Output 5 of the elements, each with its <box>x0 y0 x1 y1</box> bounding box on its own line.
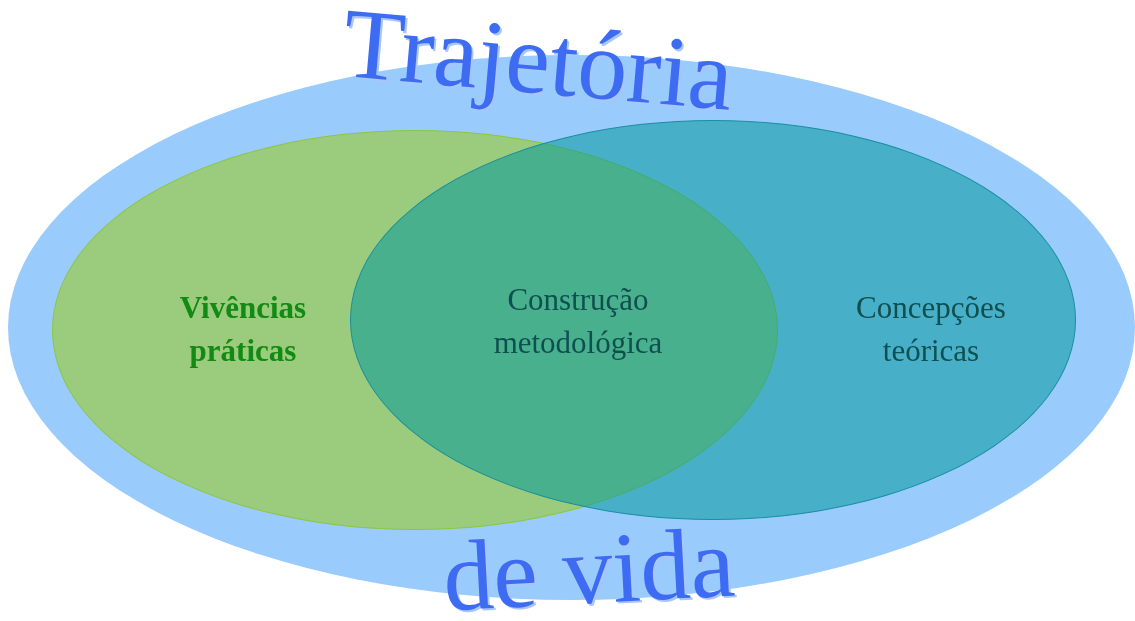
title-text: de vida <box>440 512 737 621</box>
ellipse-label: Concepções teóricas <box>855 289 1007 371</box>
overlap-label: Construção metodológica <box>492 281 664 363</box>
title-text: Trajetória <box>339 0 738 127</box>
ellipse-label: Vivências práticas <box>178 289 308 371</box>
